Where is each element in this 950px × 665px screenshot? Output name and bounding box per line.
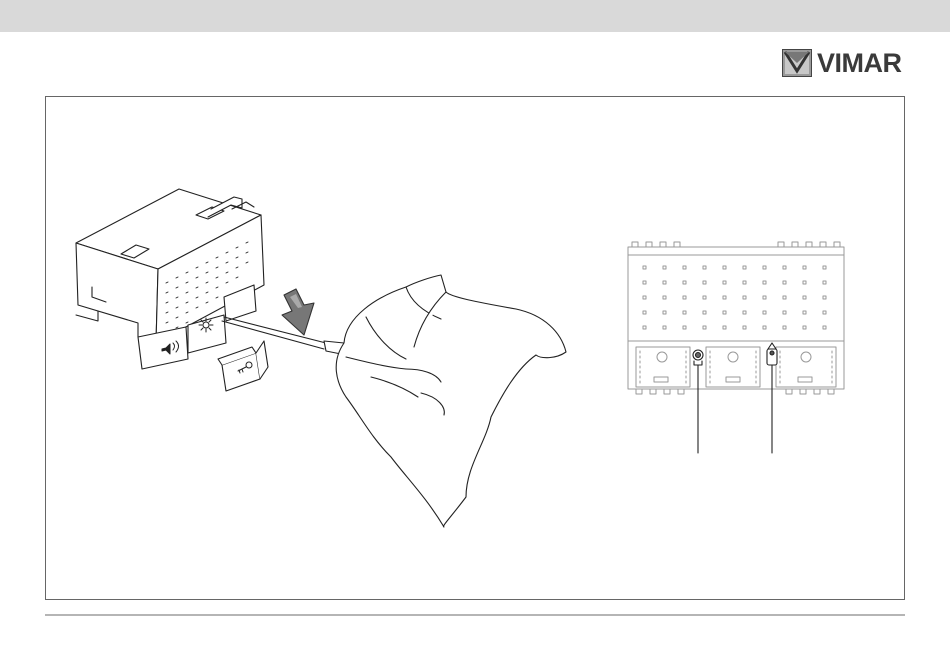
bottom-divider <box>45 614 905 616</box>
hand <box>336 275 566 527</box>
vimar-logo-icon <box>782 49 812 77</box>
vimar-logo: VIMAR <box>782 48 902 78</box>
module-3d <box>76 189 264 369</box>
brand-name: VIMAR <box>817 48 902 78</box>
key-cover <box>218 341 268 391</box>
figure-frame <box>45 96 905 600</box>
figure-drawing <box>46 97 904 599</box>
module-front-view <box>628 242 844 394</box>
arrow-down-icon <box>282 289 314 335</box>
screwdriver <box>222 317 346 355</box>
top-banner <box>0 0 950 32</box>
